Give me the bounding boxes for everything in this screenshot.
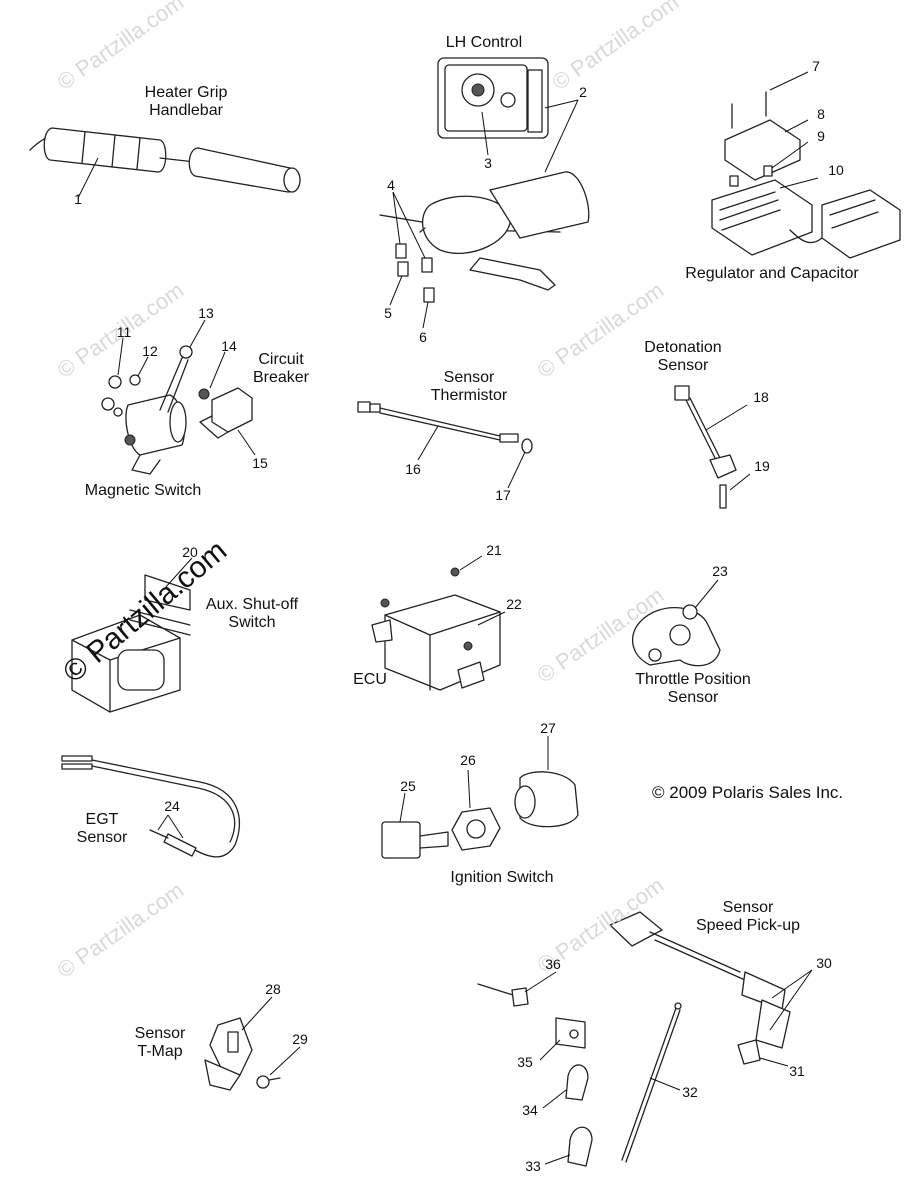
label-sensor-t-map: Sensor T-Map bbox=[134, 1025, 186, 1060]
callout-14: 14 bbox=[221, 338, 237, 354]
tmap-sensor-illustration bbox=[204, 996, 301, 1091]
label-egt-sensor: EGT Sensor bbox=[76, 811, 128, 846]
clips-illustration bbox=[477, 971, 593, 1167]
magnetic-switch-illustration bbox=[101, 319, 206, 475]
callout-28: 28 bbox=[265, 981, 281, 997]
aux-shutoff-illustration bbox=[71, 557, 193, 713]
callout-26: 26 bbox=[460, 752, 476, 768]
callout-2: 2 bbox=[579, 84, 587, 100]
callout-32: 32 bbox=[682, 1084, 698, 1100]
speed-pickup-illustration bbox=[609, 911, 813, 1163]
callout-33: 33 bbox=[525, 1158, 541, 1174]
callout-31: 31 bbox=[789, 1063, 805, 1079]
label-throttle-position-sensor: Throttle Position Sensor bbox=[635, 671, 751, 706]
callout-22: 22 bbox=[506, 596, 522, 612]
callout-29: 29 bbox=[292, 1031, 308, 1047]
lh-control-illustration bbox=[379, 57, 590, 329]
callout-1: 1 bbox=[74, 191, 82, 207]
callout-8: 8 bbox=[817, 106, 825, 122]
label-ignition-switch: Ignition Switch bbox=[450, 869, 554, 886]
egt-sensor-illustration bbox=[61, 755, 241, 858]
label-regulator-and-capacitor: Regulator and Capacitor bbox=[685, 265, 859, 282]
thermistor-illustration bbox=[357, 401, 533, 489]
callout-7: 7 bbox=[812, 58, 820, 74]
callout-5: 5 bbox=[384, 305, 392, 321]
label-circuit-breaker: Circuit Breaker bbox=[252, 351, 310, 386]
label-ecu: ECU bbox=[353, 671, 387, 688]
callout-19: 19 bbox=[754, 458, 770, 474]
callout-36: 36 bbox=[545, 956, 561, 972]
tps-illustration bbox=[631, 579, 721, 667]
label-aux-shutoff-switch: Aux. Shut-off Switch bbox=[205, 596, 299, 631]
heater-grip-illustration bbox=[29, 127, 301, 199]
ecu-illustration bbox=[371, 555, 506, 691]
circuit-breaker-illustration bbox=[198, 351, 256, 456]
ignition-switch-illustration bbox=[381, 736, 579, 859]
callout-10: 10 bbox=[828, 162, 844, 178]
callout-20: 20 bbox=[182, 544, 198, 560]
callout-4: 4 bbox=[387, 177, 395, 193]
callout-17: 17 bbox=[495, 487, 511, 503]
regulator-illustration bbox=[711, 71, 901, 259]
label-lh-control: LH Control bbox=[445, 34, 523, 51]
detonation-sensor-illustration bbox=[674, 385, 751, 509]
copyright: © 2009 Polaris Sales Inc. bbox=[652, 783, 844, 802]
callout-27: 27 bbox=[540, 720, 556, 736]
callout-34: 34 bbox=[522, 1102, 538, 1118]
label-magnetic-switch: Magnetic Switch bbox=[84, 482, 202, 499]
callout-30: 30 bbox=[816, 955, 832, 971]
callout-12: 12 bbox=[142, 343, 158, 359]
callout-13: 13 bbox=[198, 305, 214, 321]
callout-16: 16 bbox=[405, 461, 421, 477]
callout-18: 18 bbox=[753, 389, 769, 405]
callout-21: 21 bbox=[486, 542, 502, 558]
callout-25: 25 bbox=[400, 778, 416, 794]
callout-9: 9 bbox=[817, 128, 825, 144]
callout-35: 35 bbox=[517, 1054, 533, 1070]
callout-23: 23 bbox=[712, 563, 728, 579]
callout-3: 3 bbox=[484, 155, 492, 171]
callout-6: 6 bbox=[419, 329, 427, 345]
label-heater-grip-handlebar: Heater Grip Handlebar bbox=[144, 84, 228, 119]
label-sensor-thermistor: Sensor Thermistor bbox=[430, 369, 508, 404]
callout-24: 24 bbox=[164, 798, 180, 814]
callout-11: 11 bbox=[116, 324, 132, 340]
callout-15: 15 bbox=[252, 455, 268, 471]
label-detonation-sensor: Detonation Sensor bbox=[644, 339, 722, 374]
label-sensor-speed-pick-up: Sensor Speed Pick-up bbox=[695, 899, 801, 934]
